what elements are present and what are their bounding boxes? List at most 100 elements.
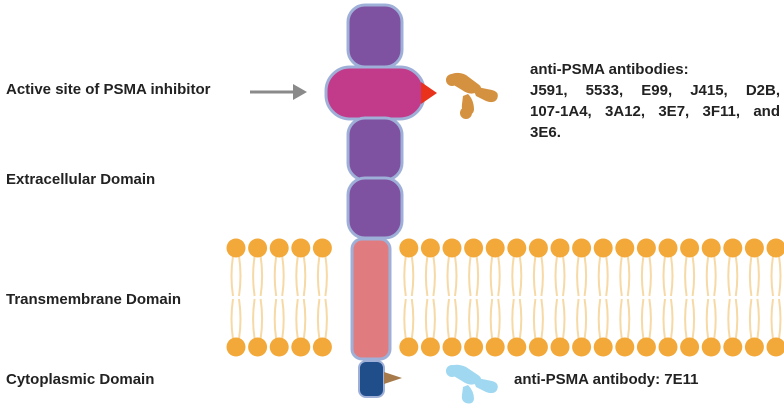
lipid-tail [518, 298, 523, 340]
antibody-name: 107-1A4, [530, 103, 592, 120]
lipid-head [550, 238, 570, 258]
lipid-head [269, 238, 289, 258]
lipid-tail [230, 255, 234, 297]
lipid-tail [648, 255, 652, 297]
lipid-tail [432, 298, 436, 340]
lipid-head [528, 238, 548, 258]
lipid-head [636, 337, 656, 357]
antibodies-line-4: 3E6. [530, 124, 561, 141]
lipid-tail [662, 255, 666, 297]
lipid-tail [410, 255, 415, 297]
inhibitor-triangle-icon [421, 82, 437, 104]
lipid-head [226, 337, 246, 357]
antibody-name: D2B, [745, 82, 780, 99]
lipid-tails [230, 255, 782, 340]
lipid-head [226, 238, 246, 258]
lipid-tail [640, 298, 645, 340]
lipid-head [593, 238, 613, 258]
lipid-tail [295, 298, 299, 340]
lipid-tail [597, 255, 602, 297]
antibody-icon [446, 72, 498, 119]
lipid-head [312, 337, 332, 357]
lipid-tail [468, 255, 472, 297]
lipid-tail [403, 255, 407, 297]
lipid-tail [281, 298, 285, 340]
lipid-tail [252, 255, 256, 297]
lipid-head [420, 337, 440, 357]
antibody-name: 3A12, [605, 103, 646, 120]
lipid-tail [518, 255, 523, 297]
lipid-head [744, 337, 764, 357]
lipid-tail [475, 298, 480, 340]
lipid-head [723, 238, 743, 258]
antibodies-heading: anti-PSMA antibodies: [530, 61, 689, 78]
extracellular-domain-lower [346, 176, 404, 240]
lipid-head [766, 337, 784, 357]
lipid-tail [273, 298, 278, 340]
lipid-head [485, 238, 505, 258]
lipid-head [701, 238, 721, 258]
lipid-tail [626, 255, 631, 297]
lipid-tail [562, 298, 566, 340]
lipid-head [744, 238, 764, 258]
lipid-tail [475, 255, 480, 297]
lipid-head [248, 238, 268, 258]
lipid-tail [316, 298, 321, 340]
lipid-tail [605, 255, 609, 297]
lipid-tail [554, 298, 558, 340]
lipid-tail [691, 298, 696, 340]
lipid-head [291, 337, 311, 357]
lipid-head [766, 238, 784, 258]
antibodies-line-3: 107-1A4, 3A12, 3E7, 3F11, and [530, 101, 780, 122]
lipid-head [658, 238, 678, 258]
lipid-tail [238, 298, 242, 340]
lipid-head [701, 337, 721, 357]
lipid-tail [562, 255, 566, 297]
lipid-tail [705, 298, 710, 340]
lipid-tail [454, 255, 458, 297]
lipid-tail [324, 255, 328, 297]
lipid-tail [424, 255, 429, 297]
lipid-tail [684, 255, 688, 297]
lipid-tail [576, 298, 580, 340]
transmembrane-label: Transmembrane Domain [6, 291, 182, 308]
extracellular-domain-top [346, 3, 404, 69]
lipid-head [464, 238, 484, 258]
lipid-tail [540, 298, 544, 340]
lipid-tail [324, 298, 328, 340]
lipid-tail [640, 255, 645, 297]
extracellular-label: Extracellular Domain [6, 171, 156, 188]
lipid-head [485, 337, 505, 357]
lipid-tail [454, 298, 458, 340]
lipid-tail [424, 298, 429, 340]
lipid-tail [605, 298, 609, 340]
lipid-tail [259, 255, 264, 297]
lipid-head [593, 337, 613, 357]
lipid-tail [748, 255, 753, 297]
lipid-tail [252, 298, 256, 340]
lipid-tail [583, 298, 588, 340]
arrow-right-icon [250, 84, 307, 100]
lipid-tail [727, 255, 731, 297]
lipid-tail [540, 255, 544, 297]
lipid-head [658, 337, 678, 357]
lipid-heads [226, 238, 784, 357]
lipid-head [572, 238, 592, 258]
lipid-tail [273, 255, 278, 297]
lipid-head [615, 337, 635, 357]
lipid-head [420, 238, 440, 258]
lipid-head [269, 337, 289, 357]
lipid-tail [511, 298, 515, 340]
antibody-icon-blue [446, 364, 498, 404]
active-site-domain [324, 65, 426, 121]
lipid-tail [489, 255, 494, 297]
lipid-tail [497, 298, 501, 340]
antibody-bottom-label: anti-PSMA antibody: 7E11 [514, 371, 699, 388]
lipid-tail [670, 298, 674, 340]
lipid-head [291, 238, 311, 258]
antibody-name: J415, [690, 82, 728, 99]
lipid-head [464, 337, 484, 357]
lipid-tail [489, 298, 494, 340]
antibody-name: 3F11, [702, 103, 741, 120]
